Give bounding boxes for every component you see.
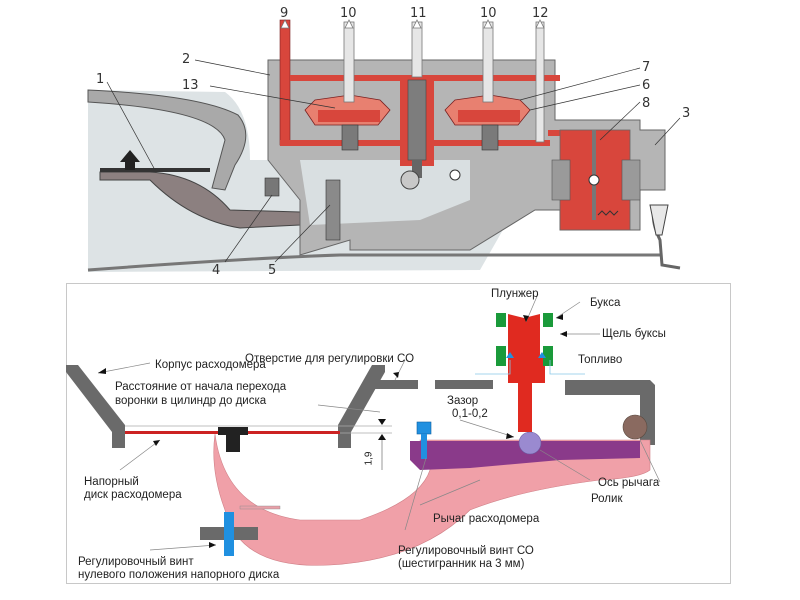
lever-pivot bbox=[400, 170, 420, 190]
label-pressure-disk-line1: Напорный bbox=[84, 476, 139, 488]
adjusting-screw-4 bbox=[264, 177, 280, 197]
differential-valve-left bbox=[304, 94, 391, 151]
valve-ball bbox=[588, 174, 600, 186]
fuel-level-lines bbox=[475, 360, 585, 375]
label-plunger: Плунжер bbox=[491, 288, 539, 300]
callout-7: 7 bbox=[642, 60, 651, 75]
lever-cavity bbox=[300, 160, 470, 225]
label-dimension: 1,9 bbox=[363, 451, 375, 466]
co-screw-head bbox=[416, 421, 432, 435]
co-screw-shaft bbox=[421, 434, 427, 459]
airflow-arrow-icon bbox=[120, 150, 140, 170]
fuel-arrow-right-icon bbox=[538, 352, 546, 358]
arrow-9-icon bbox=[280, 19, 290, 29]
label-meter-body: Корпус расходомера bbox=[155, 359, 266, 371]
lever-tab bbox=[239, 505, 281, 510]
label-distance-line2: воронки в цилиндр до диска bbox=[115, 395, 267, 407]
meter-body-right bbox=[338, 365, 385, 448]
label-co-screw-line1: Регулировочный винт СО bbox=[398, 545, 534, 557]
bushing-bottom-right bbox=[543, 346, 553, 366]
label-roller: Ролик bbox=[591, 493, 623, 505]
label-gap-line2: 0,1-0,2 bbox=[452, 408, 488, 420]
label-distance-line1: Расстояние от начала перехода bbox=[115, 381, 287, 393]
lever-axis bbox=[622, 414, 648, 440]
bushing-bottom-left bbox=[496, 346, 506, 366]
callout-4: 4 bbox=[212, 263, 221, 278]
housing-base bbox=[87, 253, 660, 272]
lever-axis-bracket bbox=[565, 380, 655, 445]
callout-2: 2 bbox=[182, 52, 191, 67]
callout-12: 12 bbox=[532, 6, 549, 21]
bushing-top-right bbox=[543, 313, 553, 327]
bottom-diagram-frame bbox=[66, 283, 731, 584]
label-fuel: Топливо bbox=[578, 354, 623, 366]
label-co-screw-line2: (шестигранник на 3 мм) bbox=[398, 558, 525, 570]
roller bbox=[518, 431, 542, 455]
connector-plug bbox=[649, 204, 669, 236]
spring-5 bbox=[325, 179, 341, 241]
zero-screw bbox=[224, 512, 234, 556]
label-lever-axis: Ось рычага bbox=[598, 477, 660, 489]
callout-10-left: 10 bbox=[340, 6, 357, 21]
callout-1: 1 bbox=[96, 72, 105, 87]
callout-3: 3 bbox=[682, 106, 691, 121]
label-meter-lever: Рычаг расходомера bbox=[433, 513, 540, 525]
differential-valve-right bbox=[444, 94, 531, 151]
callout-11: 11 bbox=[410, 6, 427, 21]
label-gap-line1: Зазор bbox=[447, 395, 479, 407]
disk-hub-top bbox=[218, 427, 248, 435]
label-co-hole: Отверстие для регулировки СО bbox=[245, 353, 415, 365]
callout-8: 8 bbox=[642, 96, 651, 111]
label-pressure-disk-line2: диск расходомера bbox=[84, 489, 182, 501]
co-hole-plate-left bbox=[366, 380, 418, 389]
disk-hub-stem bbox=[226, 432, 240, 452]
fuel-arrow-left-icon bbox=[506, 352, 514, 358]
co-hole-plate-right bbox=[435, 380, 493, 389]
label-zero-screw-line1: Регулировочный винт bbox=[78, 556, 194, 568]
coil-right bbox=[621, 159, 641, 201]
plunger-rod bbox=[412, 160, 422, 178]
label-bushing-slot: Щель буксы bbox=[602, 328, 666, 340]
arrow-12-icon bbox=[535, 19, 545, 29]
coil-left bbox=[551, 159, 571, 201]
funnel-wall bbox=[87, 89, 247, 191]
bottom-leader-lines bbox=[97, 293, 661, 551]
arrow-10b-icon bbox=[483, 19, 493, 29]
leader-arrowheads bbox=[98, 314, 567, 548]
plunger bbox=[508, 314, 545, 432]
label-bushing: Букса bbox=[590, 297, 621, 309]
bushing-top-left bbox=[496, 313, 506, 327]
dimension-arrows bbox=[378, 419, 386, 440]
callout-10-right: 10 bbox=[480, 6, 497, 21]
callout-6: 6 bbox=[642, 78, 651, 93]
callout-13: 13 bbox=[182, 78, 199, 93]
label-zero-screw-line2: нулевого положения напорного диска bbox=[78, 569, 280, 581]
lever-bearing bbox=[449, 169, 461, 181]
callout-9: 9 bbox=[280, 6, 289, 21]
callout-5: 5 bbox=[268, 263, 277, 278]
arrow-10-icon bbox=[344, 19, 354, 29]
lever-arm bbox=[410, 441, 640, 470]
arrow-11-icon bbox=[412, 19, 422, 29]
meter-body-left bbox=[66, 365, 125, 448]
spring bbox=[597, 210, 619, 216]
leader-lines bbox=[106, 59, 681, 263]
